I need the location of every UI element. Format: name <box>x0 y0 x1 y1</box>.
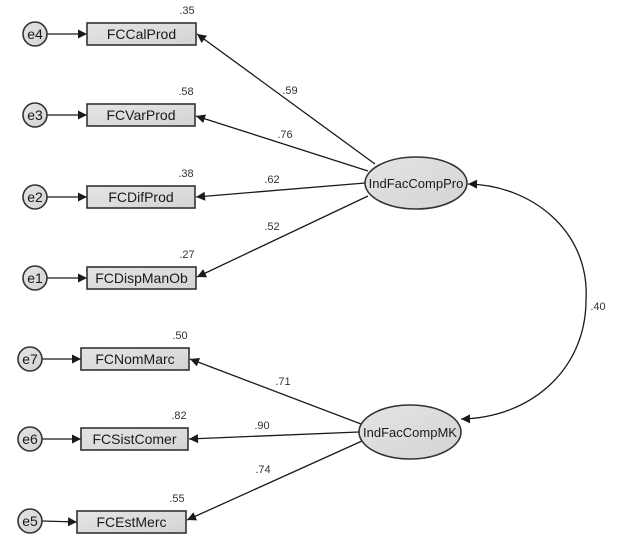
error-node-e5[interactable] <box>17 508 43 534</box>
error-label: e6 <box>22 431 38 447</box>
indicator-box-FCNomMarc[interactable] <box>80 347 190 371</box>
error-node-e3[interactable] <box>22 102 48 128</box>
error-node-e4[interactable] <box>22 21 48 47</box>
indicator-box-FCDispManOb[interactable] <box>86 266 197 290</box>
error-label: e3 <box>27 107 43 123</box>
indicator-box-FCVarProd[interactable] <box>86 103 196 127</box>
error-label: e7 <box>22 351 38 367</box>
r-squared-label: .35 <box>179 5 194 17</box>
covariance-arc-upper <box>467 179 587 301</box>
indicator-box-FCSistComer[interactable] <box>80 427 189 451</box>
error-node-e1[interactable] <box>22 265 48 291</box>
indicator-label: FCVarProd <box>107 107 176 123</box>
r-squared-label: .82 <box>171 410 186 422</box>
r-squared-label: .55 <box>169 493 184 505</box>
loading-coefficient-label: .52 <box>264 221 279 233</box>
loading-path-FCEstMerc <box>186 440 363 521</box>
indicator-label: FCEstMerc <box>97 514 167 530</box>
loading-coefficient-label: .74 <box>255 464 270 476</box>
error-label: e4 <box>27 26 43 42</box>
error-label: e5 <box>22 513 38 529</box>
edges-layer <box>41 29 587 527</box>
latent-label: IndFacCompMK <box>363 425 457 440</box>
indicator-box-FCCalProd[interactable] <box>86 22 197 46</box>
indicator-label: FCNomMarc <box>95 351 174 367</box>
indicator-box-FCDifProd[interactable] <box>86 185 196 209</box>
latent-node-pro[interactable] <box>364 156 468 210</box>
loading-coefficient-label: .90 <box>254 420 269 432</box>
error-node-e2[interactable] <box>22 184 48 210</box>
indicator-label: FCSistComer <box>92 431 176 447</box>
error-node-e6[interactable] <box>17 426 43 452</box>
loading-path-FCVarProd <box>195 114 369 172</box>
covariance-arc-lower <box>460 299 587 424</box>
loading-coefficient-label: .59 <box>282 85 297 97</box>
latent-node-mk[interactable] <box>358 404 462 460</box>
error-node-e7[interactable] <box>17 346 43 372</box>
error-label: e2 <box>27 189 43 205</box>
covariance-label: .40 <box>590 301 605 313</box>
loading-path-FCDifProd <box>195 182 366 201</box>
r-squared-label: .27 <box>179 249 194 261</box>
r-squared-label: .58 <box>178 86 193 98</box>
indicator-label: FCDispManOb <box>95 270 188 286</box>
error-label: e1 <box>27 270 43 286</box>
latent-label: IndFacCompPro <box>369 176 464 191</box>
loading-coefficient-label: .62 <box>264 174 279 186</box>
loading-path-FCSistComer <box>188 431 360 444</box>
r-squared-label: .38 <box>178 168 193 180</box>
loading-path-FCNomMarc <box>189 357 362 425</box>
labels-layer: .35 .59 .58 .76 .38 .62 .27 .52 .50 .71 .82 .90 .55.… <box>169 5 605 505</box>
indicator-label: FCDifProd <box>108 189 173 205</box>
loading-coefficient-label: .71 <box>275 376 290 388</box>
indicator-label: FCCalProd <box>107 26 176 42</box>
loading-path-FCCalProd <box>196 33 376 165</box>
error-path-e5 <box>41 517 78 527</box>
indicator-box-FCEstMerc[interactable] <box>76 510 187 534</box>
r-squared-label: .50 <box>172 330 187 342</box>
loading-coefficient-label: .76 <box>277 129 292 141</box>
loading-path-FCDispManOb <box>196 195 369 278</box>
